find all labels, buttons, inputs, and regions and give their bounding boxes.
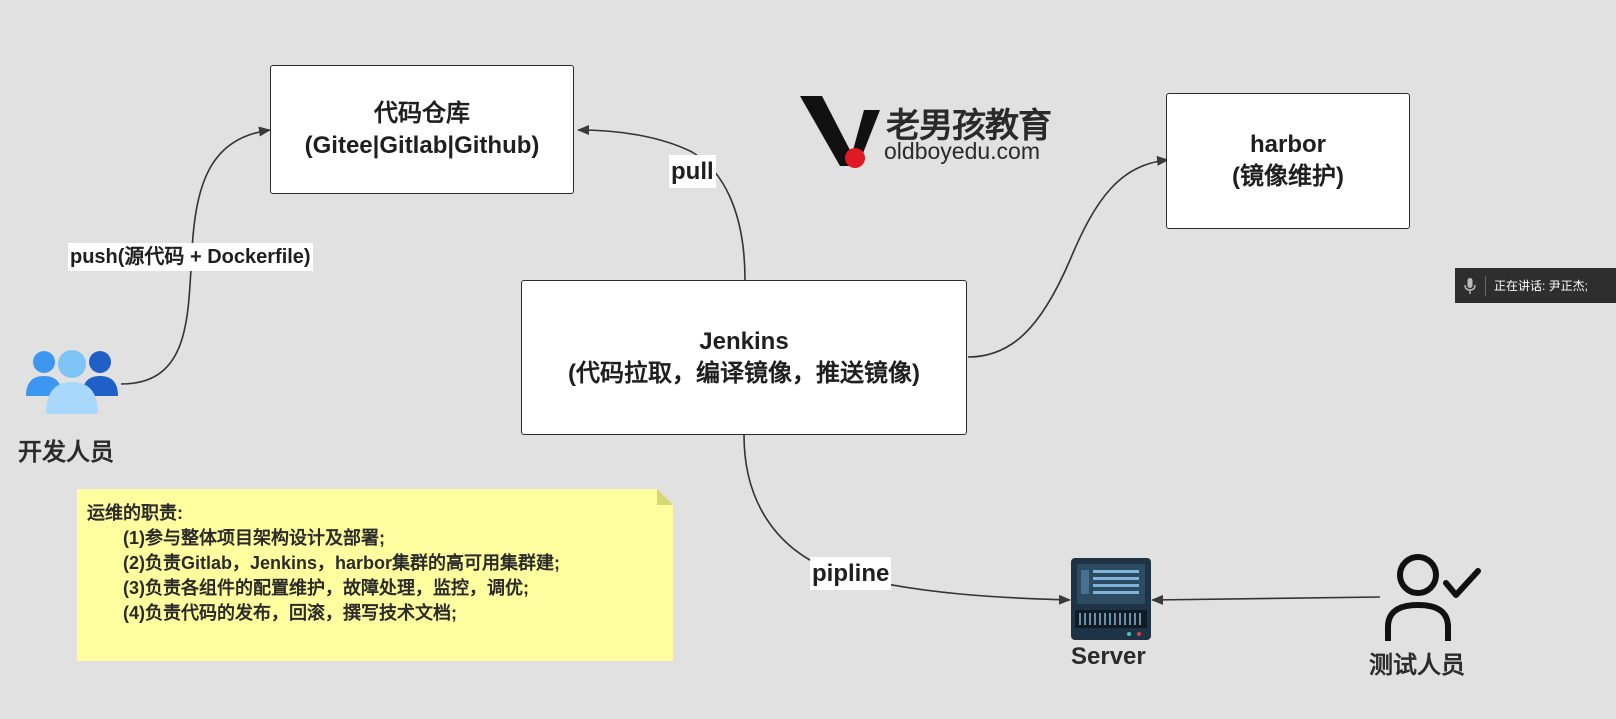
- jenkins-title: Jenkins: [699, 327, 789, 355]
- testers-label: 测试人员: [1369, 652, 1465, 679]
- edge-label-push: push(源代码 + Dockerfile): [68, 243, 313, 271]
- note-item: (2)负责Gitlab，Jenkins，harbor集群的高可用集群建;: [123, 553, 561, 573]
- logo-cn-text: 老男孩教育: [886, 107, 1052, 145]
- oldboy-logo-mark: [800, 96, 880, 168]
- tester-icon: [1385, 554, 1481, 641]
- server-icon: [1071, 558, 1151, 640]
- jenkins-subtitle: (代码拉取，编译镜像，推送镜像): [568, 359, 920, 387]
- note-item: (1)参与整体项目架构设计及部署;: [123, 528, 385, 548]
- note-fold-corner: [657, 489, 673, 505]
- ops-responsibilities-note: 运维的职责: (1)参与整体项目架构设计及部署; (2)负责Gitlab，Jen…: [77, 489, 673, 661]
- harbor-subtitle: (镜像维护): [1232, 163, 1344, 190]
- edge-label-pull: pull: [669, 155, 716, 188]
- microphone-icon: [1455, 277, 1485, 294]
- note-item: (3)负责各组件的配置维护，故障处理，监控，调优;: [123, 578, 529, 598]
- edge-to-harbor: [967, 155, 1169, 358]
- jenkins-node: Jenkins (代码拉取，编译镜像，推送镜像): [521, 280, 967, 435]
- harbor-title: harbor: [1249, 131, 1326, 158]
- repo-subtitle: (Gitee|Gitlab|Github): [304, 131, 540, 159]
- note-item: (4)负责代码的发布，回滚，撰写技术文档;: [123, 603, 457, 623]
- edge-pipline: [743, 434, 1071, 605]
- speaking-divider: [1485, 275, 1486, 296]
- developers-label: 开发人员: [18, 439, 114, 466]
- edge-pull: [577, 125, 746, 281]
- edge-label-pipline: pipline: [810, 557, 892, 590]
- speaking-indicator: 正在讲话: 尹正杰;: [1455, 268, 1616, 303]
- logo-en-text: oldboyedu.com: [884, 138, 1040, 164]
- note-title: 运维的职责:: [87, 503, 183, 523]
- repo-title: 代码仓库: [374, 99, 470, 127]
- harbor-node: harbor (镜像维护): [1166, 93, 1410, 229]
- repo-node: 代码仓库 (Gitee|Gitlab|Github): [270, 65, 574, 194]
- speaking-text: 正在讲话: 尹正杰;: [1494, 279, 1589, 293]
- developers-icon: [26, 350, 118, 414]
- server-label: Server: [1071, 643, 1146, 670]
- edge-tester-server: [1151, 594, 1381, 605]
